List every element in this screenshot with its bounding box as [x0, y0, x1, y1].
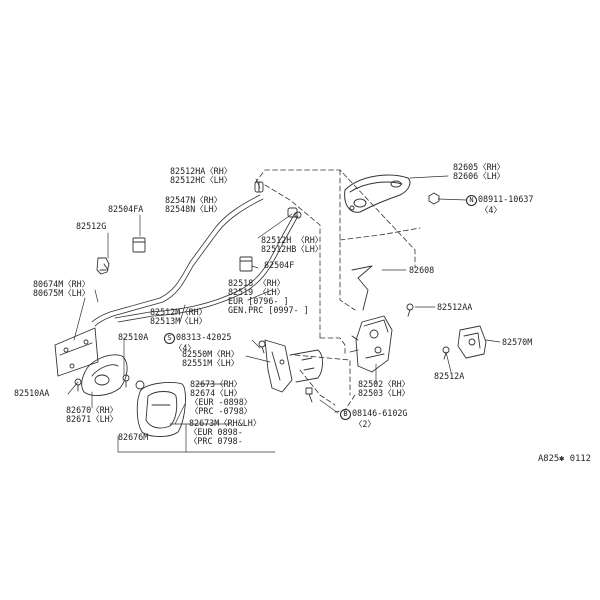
inside-handle	[81, 354, 128, 396]
striker-82570m	[457, 325, 487, 359]
variant-bracket	[117, 403, 276, 453]
callout-82512ha: 82512HA〈RH〉82512HC〈LH〉	[170, 166, 233, 185]
screw-82512aa	[406, 303, 414, 317]
block-82504fa	[132, 237, 146, 253]
callout-80674m: 80674M〈RH〉80675M〈LH〉	[33, 279, 91, 298]
cap-82676m	[135, 380, 145, 390]
callout-82670: 82670〈RH〉82671〈LH〉	[66, 405, 119, 424]
callout-82512g: 82512G	[76, 221, 107, 231]
nut-08911	[428, 192, 440, 205]
callout-82502: 82502〈RH〉82503〈LH〉	[358, 379, 411, 398]
callout-82673: 82673〈RH〉82674〈LH〉 〈EUR -0898〉〈PRC -0798…	[190, 379, 253, 416]
callout-82550m: 82550M〈RH〉82551M〈LH〉	[182, 349, 240, 368]
callout-82547n: 82547N〈RH〉82548N〈LH〉	[165, 195, 223, 214]
callout-82605: 82605〈RH〉82606〈LH〉	[453, 162, 506, 181]
rod-cables	[91, 194, 299, 327]
door-lock-82502	[349, 315, 393, 373]
callout-82512h: 82512H 〈RH〉82512HB〈LH〉	[261, 235, 324, 254]
screw-82512a	[442, 346, 450, 360]
callout-82518: 82518 〈RH〉82519 〈LH〉 EUR [0796- ]GEN.PRC…	[228, 278, 309, 315]
diagram-code: A825✱ 0112	[538, 454, 591, 464]
block-82504f	[239, 256, 253, 272]
callout-82504fa: 82504FA	[108, 204, 144, 214]
callout-82608: 82608	[409, 265, 435, 275]
callout-82512aa: 82512AA	[437, 302, 473, 312]
clip-82512h	[287, 207, 302, 219]
callout-82510aa: 82510AA	[14, 388, 50, 398]
callout-82673m: 82673M〈RH&LH〉〈EUR 0898- 〈PRC 0798-	[189, 418, 262, 446]
rod-82608	[351, 265, 373, 311]
bolt-08146	[305, 387, 313, 403]
callout-82510a: 82510A	[118, 332, 149, 342]
leader-lines	[67, 175, 501, 425]
callout-82512a: 82512A	[434, 371, 465, 381]
clip-82512g	[96, 257, 110, 275]
screw-08313	[258, 340, 266, 354]
callout-82512m: 82512M〈RH〉82513M〈LH〉	[150, 307, 208, 326]
callout-82570m: 82570M	[502, 337, 533, 347]
callout-82676m: 82676M	[118, 432, 149, 442]
screw-82510aa	[74, 378, 82, 392]
outside-handle	[344, 174, 411, 213]
bracket-80674m	[54, 327, 99, 377]
clip-82512ha	[254, 181, 264, 193]
screw-82510a	[122, 374, 130, 388]
remote-82550m	[264, 339, 323, 393]
escutcheon-82673	[136, 381, 186, 437]
callout-82504f: 82504F	[264, 260, 295, 270]
